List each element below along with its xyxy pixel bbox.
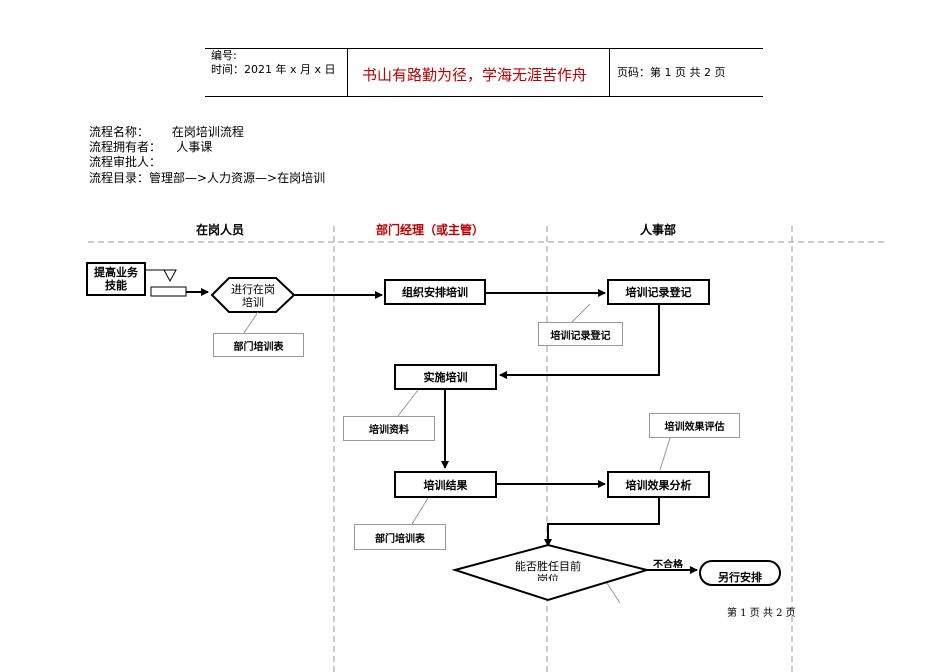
header-divider-2	[609, 48, 610, 97]
doc-dept-form-2: 部门培训表	[354, 524, 446, 550]
lane-title-hr: 人事部	[640, 223, 677, 237]
header-motto: 书山有路勤为径，学海无涯苦作舟	[362, 66, 588, 84]
node-other-arrangement-shape	[699, 560, 781, 586]
node-decision-shape	[451, 543, 651, 602]
process-owner: 流程拥有者： 人事课	[89, 140, 213, 154]
doc-materials: 培训资料	[343, 416, 435, 441]
node-effect-analysis: 培训效果分析	[607, 471, 710, 498]
header-number: 编号:	[211, 49, 237, 62]
process-name: 流程名称： 在岗培训流程	[89, 125, 244, 139]
node-training-result: 培训结果	[394, 471, 497, 498]
header-page: 页码：第 1 页 共 2 页	[617, 66, 726, 79]
footer-page-number: 第 1 页 共 2 页	[727, 608, 796, 619]
doc-dept-form-1: 部门培训表	[213, 333, 304, 357]
header-time: 时间：2021 年 x 月 x 日	[211, 63, 336, 76]
node-improve-skill: 提高业务技能	[86, 262, 146, 296]
node-onsite-training-label: 进行在岗培训	[231, 283, 275, 309]
lane-title-staff: 在岗人员	[196, 223, 245, 237]
lane-title-manager: 部门经理（或主管）	[376, 223, 485, 237]
node-implement-training: 实施培训	[394, 364, 497, 390]
process-catalog: 流程目录：管理部—>人力资源—>在岗培训	[89, 171, 326, 185]
header-divider-1	[347, 48, 348, 97]
doc-record-register: 培训记录登记	[538, 322, 623, 346]
node-other-arrangement-label: 另行安排	[718, 571, 762, 583]
header-top-line	[205, 48, 763, 49]
node-decision-label: 能否胜任目前岗位	[515, 560, 581, 581]
doc-effect-eval: 培训效果评估	[649, 413, 740, 438]
start-bar	[150, 286, 187, 297]
node-training-record: 培训记录登记	[607, 279, 710, 305]
header-bottom-line	[205, 96, 763, 97]
edge-label-fail: 不合格	[653, 560, 683, 568]
process-approver: 流程审批人：	[89, 155, 162, 169]
node-organize-training: 组织安排培训	[384, 279, 486, 305]
start-marker-icon	[163, 269, 177, 283]
